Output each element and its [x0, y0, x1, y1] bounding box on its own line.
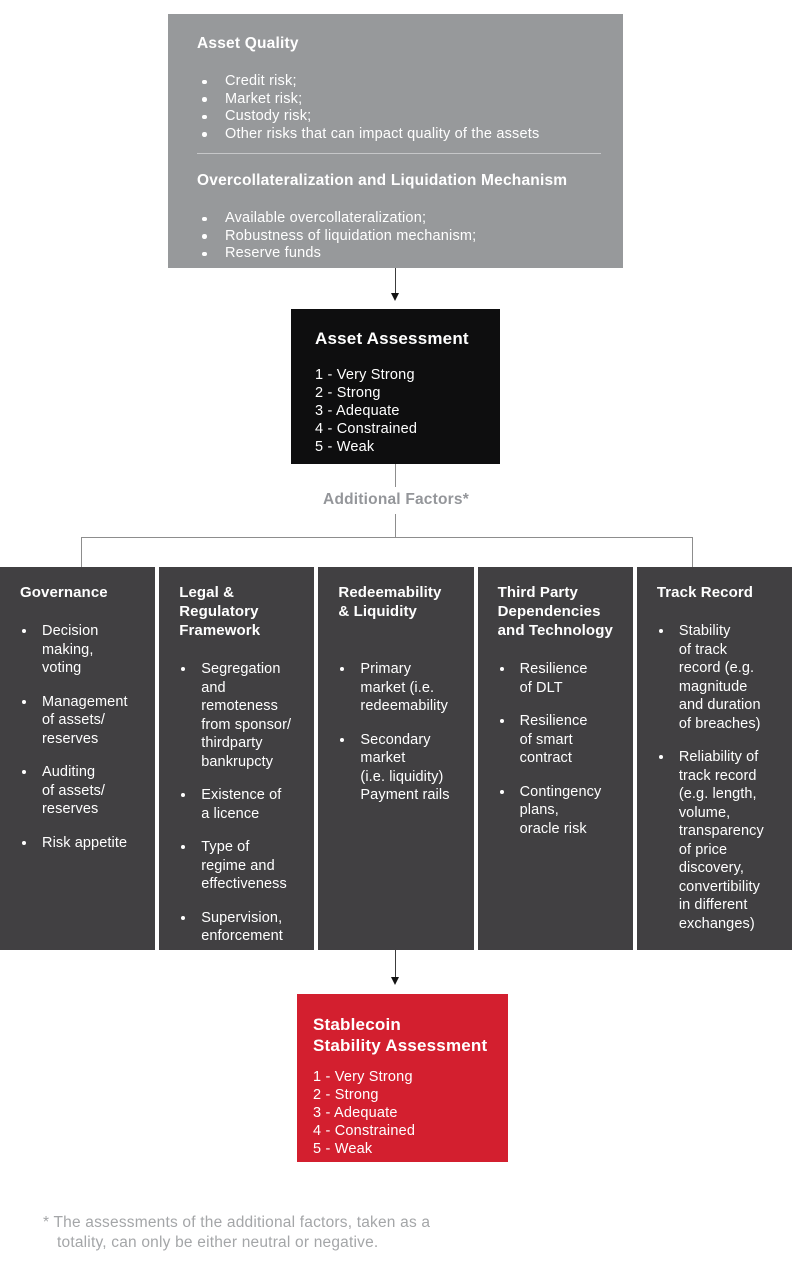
- rating-item: 4 - Constrained: [313, 1123, 416, 1139]
- list-item: Management of assets/ reserves: [20, 693, 145, 749]
- column-title: Legal & Regulatory Framework: [179, 584, 261, 639]
- asset-quality-title: Asset Quality: [197, 35, 299, 52]
- asset-quality-list: Credit risk;Market risk;Custody risk;Oth…: [197, 73, 601, 143]
- factor-column-legal-regulatory: Legal & Regulatory Framework Segregation…: [159, 567, 315, 950]
- column-title: Third Party Dependencies and Technology: [497, 584, 613, 639]
- footnote: * The assessments of the additional fact…: [43, 1214, 431, 1251]
- bullet-icon: [202, 114, 207, 119]
- asset-assessment-box: Asset Assessment 1 - Very Strong 2 - Stro…: [291, 309, 500, 464]
- list-item: Market risk;: [197, 91, 601, 109]
- list-item: Available overcollateralization;: [197, 210, 601, 228]
- rating-item: 3 - Adequate: [315, 403, 400, 419]
- rating-item: 1 - Very Strong: [315, 367, 415, 383]
- rating-item: 3 - Adequate: [313, 1105, 398, 1121]
- list-item: Reliability of track record (e.g. length…: [657, 748, 782, 933]
- bullet-icon: [181, 793, 186, 797]
- rating-item: 2 - Strong: [315, 385, 381, 401]
- list-item: Existence of a licence: [179, 786, 304, 823]
- rating-item: 2 - Strong: [313, 1087, 379, 1103]
- stablecoin-assessment-ratings: 1 - Very Strong 2 - Strong 3 - Adequate 4 -…: [313, 1068, 502, 1158]
- bullet-icon: [202, 79, 207, 84]
- list-item: Custody risk;: [197, 108, 601, 126]
- list-item: Type of regime and effectiveness: [179, 838, 304, 894]
- connector-line: [395, 464, 396, 487]
- list-item: Auditing of assets/ reserves: [20, 763, 145, 819]
- bullet-icon: [499, 719, 504, 723]
- bullet-icon: [181, 667, 186, 671]
- connector-line: [395, 514, 396, 537]
- additional-factors-label: Additional Factors*: [323, 491, 469, 508]
- bullet-icon: [499, 667, 504, 671]
- factor-column-track-record: Track Record Stability of track record (…: [636, 567, 792, 950]
- bullet-icon: [202, 216, 207, 221]
- list-item: Risk appetite: [20, 834, 145, 853]
- bullet-icon: [202, 132, 207, 137]
- rating-item: 5 - Weak: [315, 439, 375, 455]
- bullet-icon: [658, 629, 663, 633]
- list-item: Reserve funds: [197, 245, 601, 263]
- bullet-icon: [22, 699, 26, 704]
- column-title: Redeemability & Liquidity: [338, 584, 442, 620]
- list-item: Decision making, voting: [20, 622, 145, 678]
- branch-drop-right: [692, 537, 693, 567]
- bullet-icon: [499, 789, 504, 794]
- column-title: Track Record: [656, 584, 754, 601]
- list-item: Resilience of smart contract: [498, 712, 623, 768]
- bullet-icon: [202, 234, 207, 239]
- bullet-icon: [202, 251, 207, 256]
- column-title: Governance: [20, 584, 108, 601]
- bullet-icon: [22, 840, 26, 845]
- rating-item: 1 - Very Strong: [313, 1069, 413, 1085]
- list-item: Stability of track record (e.g. magnitud…: [657, 622, 782, 733]
- list-item: Credit risk;: [197, 73, 601, 91]
- branch-drop-left: [81, 537, 82, 567]
- bullet-icon: [340, 667, 345, 671]
- rating-item: 4 - Constrained: [315, 421, 418, 437]
- list-item: Segregation and remoteness from sponsor/…: [179, 660, 304, 771]
- list-item: Robustness of liquidation mechanism;: [197, 228, 601, 246]
- list-item: Secondary market (i.e. liquidity) Paymen…: [338, 731, 463, 805]
- factor-column-redeemability-liquidity: Redeemability & Liquidity Primary market…: [318, 567, 474, 950]
- list-item: Contingency plans, oracle risk: [498, 783, 623, 839]
- bullet-icon: [340, 737, 345, 742]
- column-list: Stability of track record (e.g. magnitud…: [657, 622, 782, 933]
- branch-line: [81, 537, 692, 538]
- asset-assessment-ratings: 1 - Very Strong 2 - Strong 3 - Adequate 4 -…: [315, 366, 492, 456]
- column-list: Resilience of DLT Resilience of smart con…: [498, 660, 623, 838]
- overcollateralization-list: Available overcollateralization;Robustne…: [197, 210, 601, 263]
- bullet-icon: [658, 755, 663, 759]
- stablecoin-stability-assessment-box: Stablecoin Stability Assessment 1 - Very…: [297, 994, 508, 1162]
- asset-quality-box: Asset Quality Credit risk;Market risk;Cu…: [168, 14, 623, 268]
- down-arrow-icon: [391, 268, 399, 301]
- rating-item: 5 - Weak: [313, 1141, 373, 1157]
- bullet-icon: [181, 845, 186, 849]
- list-item: Primary market (i.e. redeemability: [338, 660, 463, 716]
- asset-assessment-title: Asset Assessment: [315, 329, 469, 348]
- stablecoin-assessment-title: Stablecoin Stability Assessment: [313, 1015, 488, 1055]
- bullet-icon: [202, 97, 207, 102]
- list-item: Supervision, enforcement: [179, 909, 304, 946]
- bullet-icon: [181, 915, 186, 920]
- bullet-icon: [22, 629, 26, 633]
- bullet-icon: [22, 770, 26, 774]
- overcollateralization-title: Overcollateralization and Liquidation Me…: [197, 172, 568, 189]
- section-divider: [197, 153, 601, 154]
- down-arrow-icon: [391, 950, 399, 985]
- factor-column-third-party-technology: Third Party Dependencies and Technology …: [477, 567, 633, 950]
- list-item: Resilience of DLT: [498, 660, 623, 697]
- list-item: Other risks that can impact quality of t…: [197, 126, 601, 144]
- column-list: Segregation and remoteness from sponsor/…: [179, 660, 304, 946]
